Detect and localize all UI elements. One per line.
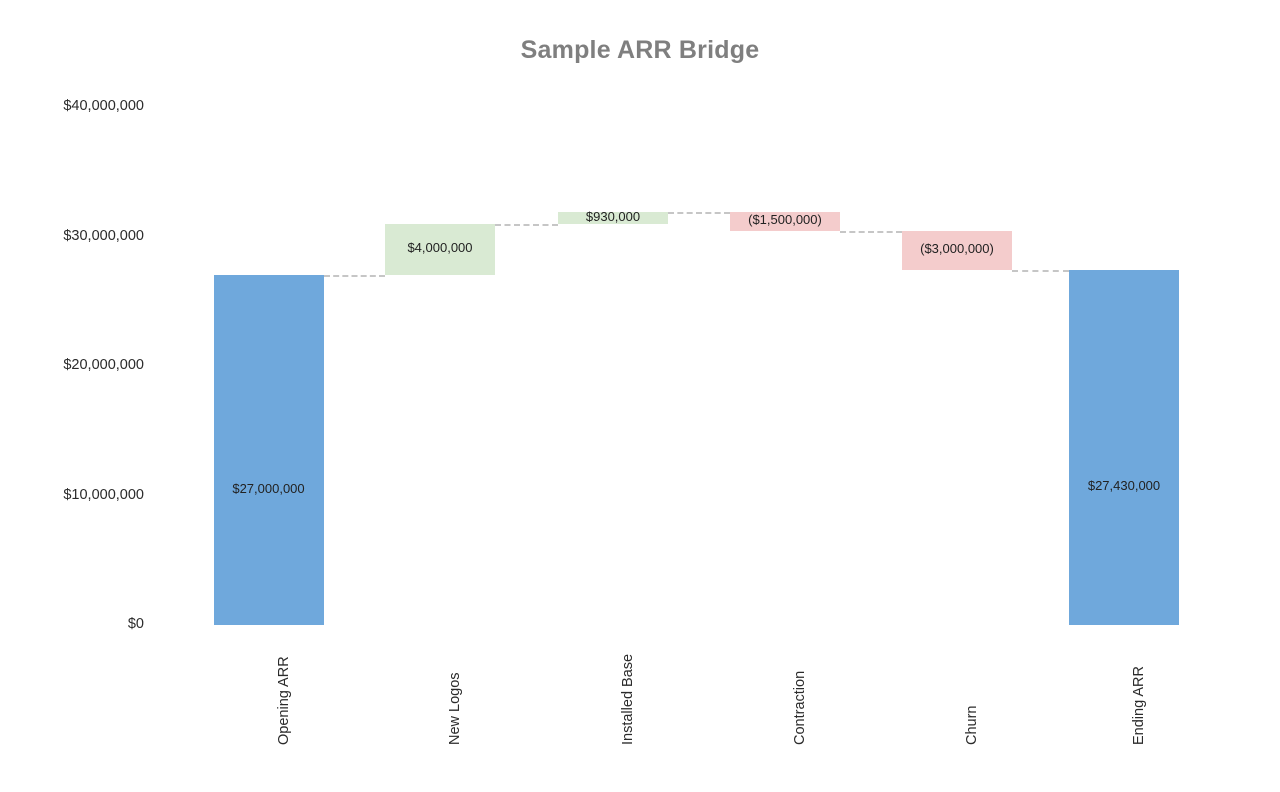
chart-title: Sample ARR Bridge <box>520 36 760 64</box>
bar-value-label: ($1,500,000) <box>748 212 822 228</box>
bar-installed-base[interactable]: $930,000 <box>558 208 668 224</box>
waterfall-connector <box>840 230 902 233</box>
bar-value-label: ($3,000,000) <box>920 241 994 257</box>
y-axis-tick-label: $20,000,000 <box>63 357 144 373</box>
y-axis-tick-label: $40,000,000 <box>63 98 144 114</box>
waterfall-connector <box>668 211 730 214</box>
bar-churn[interactable]: ($3,000,000) <box>902 230 1012 270</box>
bar-ending-arr[interactable]: $27,430,000 <box>1069 269 1179 625</box>
bar-new-logos[interactable]: $4,000,000 <box>385 223 495 276</box>
y-axis-tick-label: $30,000,000 <box>63 227 144 244</box>
waterfall-connector <box>1012 269 1069 272</box>
bar-value-label: $4,000,000 <box>407 240 473 256</box>
x-axis-tick-ending-arr: Ending ARR <box>1131 666 1147 745</box>
bar-contraction[interactable]: ($1,500,000) <box>730 211 840 231</box>
bar-value-label: $930,000 <box>585 208 641 224</box>
x-axis-tick-churn: Churn <box>964 705 980 746</box>
waterfall-connector <box>495 223 558 226</box>
x-axis-tick-new-logos: New Logos <box>447 672 463 745</box>
bar-opening-arr[interactable]: $27,000,000 <box>213 275 324 625</box>
x-axis-tick-opening-arr: Opening ARR <box>275 656 292 745</box>
bar-value-label: $27,000,000 <box>232 481 305 497</box>
bar-value-label: $27,430,000 <box>1087 478 1161 494</box>
waterfall-connector <box>323 275 385 278</box>
y-axis-tick-label: $10,000,000 <box>63 486 144 503</box>
y-axis-tick-label: $0 <box>127 616 144 632</box>
x-axis-tick-installed-base: Installed Base <box>620 653 636 745</box>
x-axis-tick-contraction: Contraction <box>792 670 808 745</box>
